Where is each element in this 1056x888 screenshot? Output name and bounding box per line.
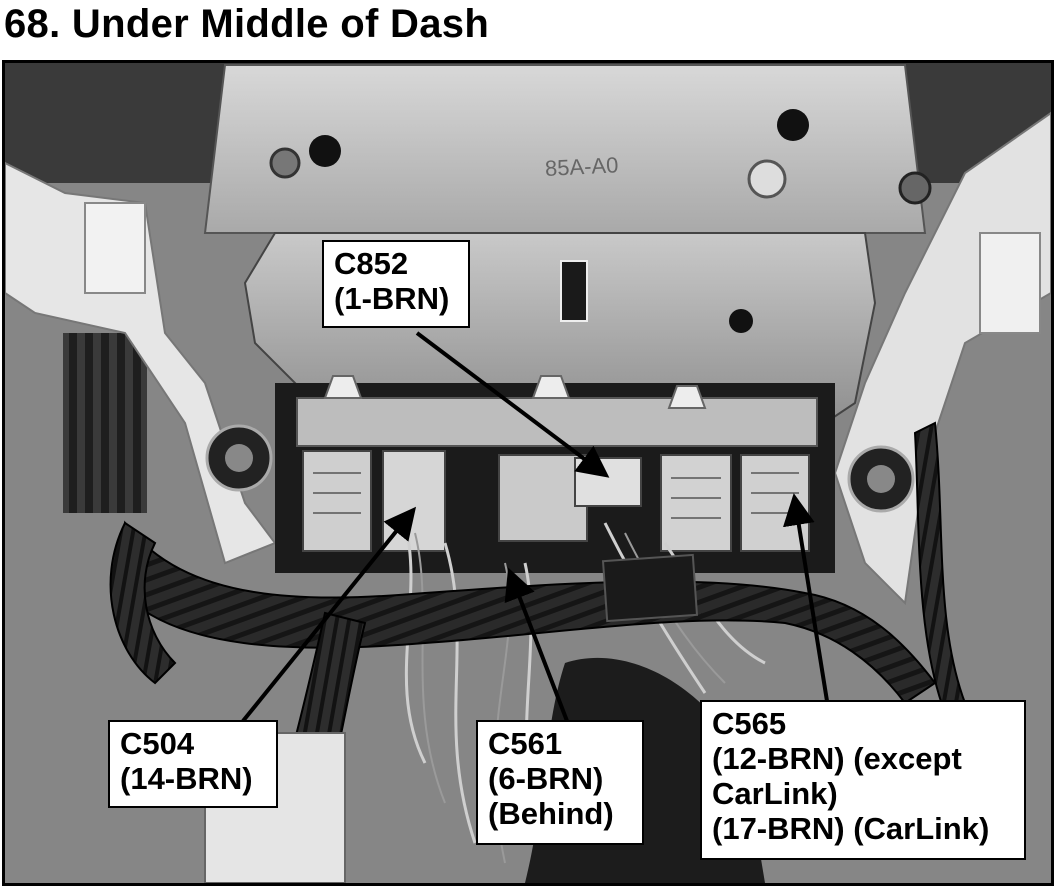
callout-line: C565 bbox=[712, 706, 787, 741]
mount-hole bbox=[729, 309, 753, 333]
nut bbox=[747, 159, 787, 199]
callout-c504: C504 (14-BRN) bbox=[108, 720, 278, 808]
callout-line: (1-BRN) bbox=[334, 281, 450, 316]
callout-line: C852 bbox=[334, 246, 409, 281]
callout-line: CarLink) bbox=[712, 776, 838, 811]
mount-hole bbox=[777, 109, 809, 141]
callout-c561: C561 (6-BRN) (Behind) bbox=[476, 720, 644, 845]
bolt bbox=[269, 147, 301, 179]
upper-metal-plate bbox=[203, 64, 927, 234]
mount-hole bbox=[309, 135, 341, 167]
arrow-c852 bbox=[415, 331, 610, 478]
connector-c852 bbox=[574, 457, 642, 507]
page-title: 68. Under Middle of Dash bbox=[4, 2, 490, 46]
callout-line: (Behind) bbox=[488, 796, 614, 831]
callout-c565: C565 (12-BRN) (except CarLink) (17-BRN) … bbox=[700, 700, 1026, 860]
floor-mat bbox=[63, 333, 147, 513]
callout-line: (12-BRN) (except bbox=[712, 741, 962, 776]
connector-block bbox=[660, 454, 732, 552]
stamped-marking: 85A-A0 bbox=[544, 152, 619, 181]
callout-c852: C852 (1-BRN) bbox=[322, 240, 470, 328]
callout-line: C504 bbox=[120, 726, 195, 761]
callout-line: (6-BRN) bbox=[488, 761, 604, 796]
bracket-slot bbox=[560, 260, 588, 322]
bolt bbox=[898, 171, 932, 205]
callout-line: C561 bbox=[488, 726, 563, 761]
callout-line: (14-BRN) bbox=[120, 761, 253, 796]
connector-block bbox=[302, 450, 372, 552]
arrow-c504 bbox=[241, 506, 417, 723]
callout-line: (17-BRN) (CarLink) bbox=[712, 811, 990, 846]
connector-c561 bbox=[498, 454, 588, 542]
arrow-c565 bbox=[782, 493, 829, 702]
arrow-c561 bbox=[504, 567, 569, 722]
